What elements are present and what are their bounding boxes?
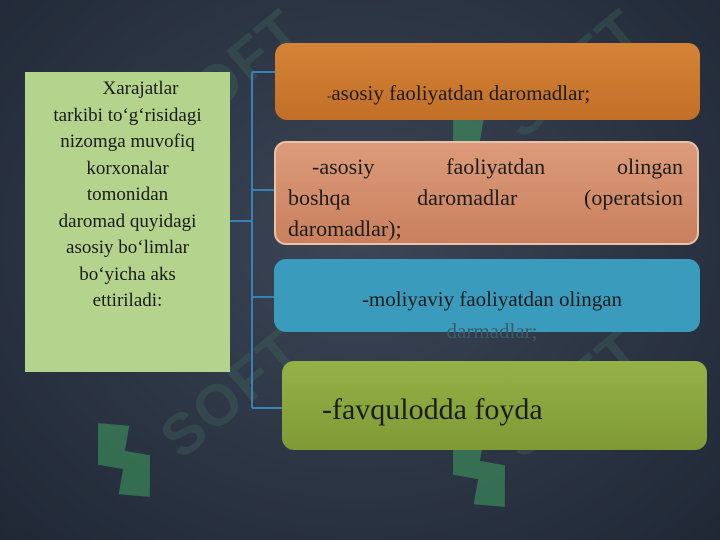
item-text: asosiy faoliyatdan daromadlar; (331, 81, 591, 105)
summary-line: daromad quyidagi (58, 210, 197, 232)
summary-line: bo‘yicha aks (79, 263, 176, 285)
item-text: -favqulodda foyda (322, 393, 543, 426)
watermark-logo-icon (453, 433, 505, 507)
summary-line: tomonidan (86, 184, 169, 205)
summary-line: asosiy bo‘limlar (66, 237, 189, 258)
item-dash: - (327, 88, 332, 103)
item-word: -asosiy (312, 154, 375, 179)
item-word: boshqa (288, 185, 351, 210)
item-word: (operatsion (584, 185, 683, 210)
item-word: olingan (616, 154, 683, 179)
income-item-financial: -moliyaviy faoliyatdan olingan darmadlar… (274, 259, 700, 343)
summary-line: korxonalar (86, 157, 169, 179)
summary-line: Xarajatlar (102, 78, 179, 99)
item-text-line: daromadlar); (288, 216, 402, 241)
summary-line: nizomga muvofiq (60, 131, 195, 152)
income-item-operating: -asosiy faoliyatdan daromadlar; (275, 43, 700, 120)
summary-box: Xarajatlar tarkibi to‘g‘risidagi nizomga… (25, 72, 230, 372)
summary-line: ettiriladi: (92, 290, 163, 311)
item-text-line: darmadlar; (446, 319, 538, 343)
item-word: daromadlar (417, 185, 518, 210)
item-word: faoliyatdan (446, 154, 546, 179)
income-item-extraordinary: -favqulodda foyda (282, 361, 707, 450)
income-item-other-operating: -asosiy faoliyatdan olingan boshqa darom… (274, 141, 699, 245)
item-text-line: -moliyaviy faoliyatdan olingan (361, 287, 623, 311)
watermark-logo-icon (98, 423, 150, 497)
summary-line: tarkibi to‘g‘risidagi (53, 104, 202, 126)
